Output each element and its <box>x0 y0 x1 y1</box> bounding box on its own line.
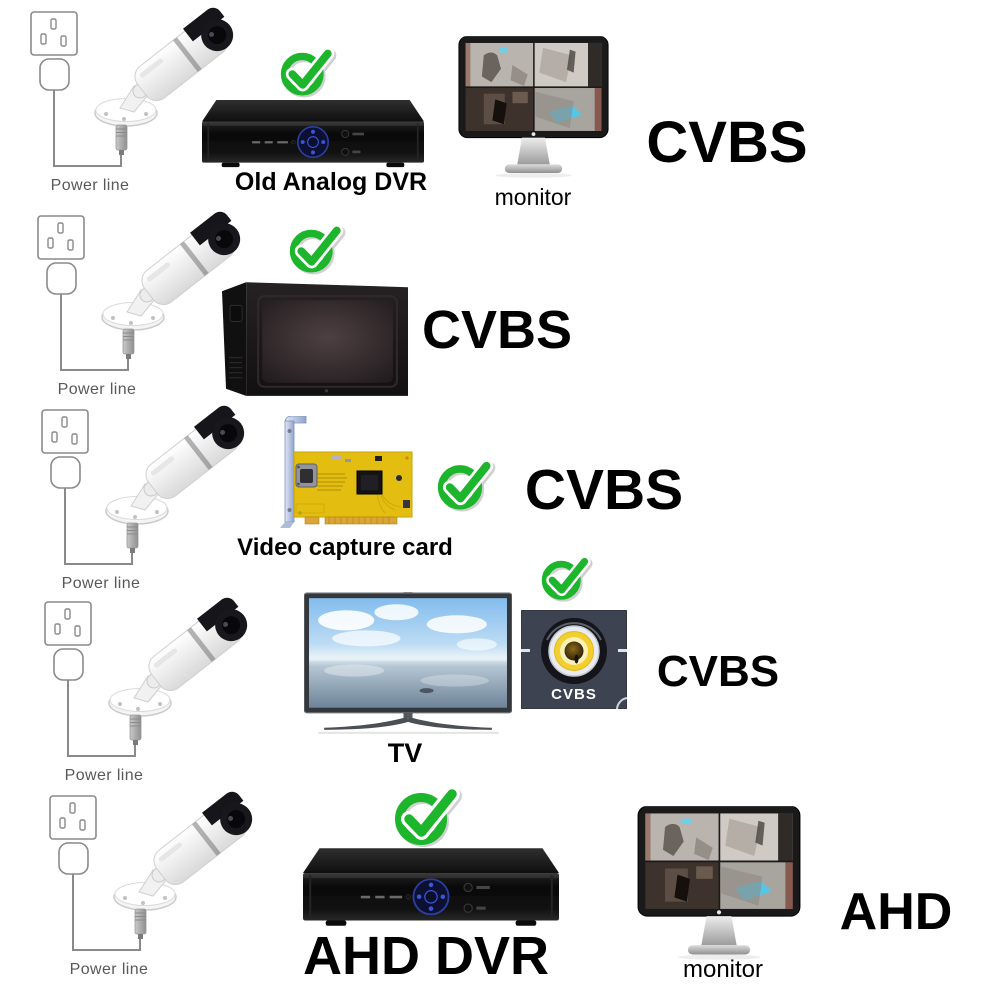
device-label: AHD DVR <box>302 926 550 986</box>
device-label: Old Analog DVR <box>234 168 428 196</box>
check-icon <box>289 219 345 275</box>
ahd-dvr-image <box>303 846 559 929</box>
connector-label: CVBS <box>551 686 597 703</box>
check-icon <box>394 780 462 848</box>
capture-card-image <box>277 416 430 528</box>
check-icon <box>541 551 592 602</box>
power-line-label: Power line <box>50 177 130 194</box>
device-label: Video capture card <box>237 534 453 561</box>
monitor-label: monitor <box>682 956 764 983</box>
flat-tv-image <box>304 592 512 735</box>
signal-label: AHD <box>839 883 953 941</box>
monitor-label: monitor <box>494 184 572 210</box>
camera-power-group: Power line <box>31 404 261 604</box>
signal-label: CVBS <box>656 647 780 696</box>
camera-power-illustration <box>39 790 269 960</box>
camera-power-illustration <box>34 596 264 766</box>
signal-label: CVBS <box>524 458 684 522</box>
monitor-image <box>636 806 802 962</box>
signal-label: CVBS <box>646 110 808 175</box>
power-line-label: Power line <box>69 961 149 978</box>
monitor-image <box>457 36 610 180</box>
camera-power-group: Power line <box>34 596 264 796</box>
camera-power-group: Power line <box>39 790 269 990</box>
camera-power-group: Power line <box>27 210 257 410</box>
camera-power-group: Power line <box>20 6 250 206</box>
signal-label: CVBS <box>421 300 573 360</box>
analog-dvr-image <box>202 98 424 170</box>
camera-power-illustration <box>31 404 261 574</box>
device-label: TV <box>387 738 423 768</box>
power-line-label: Power line <box>57 381 137 398</box>
power-line-label: Power line <box>61 575 141 592</box>
check-icon <box>437 454 495 512</box>
check-icon <box>280 42 336 98</box>
crt-tv-image <box>222 275 408 398</box>
power-line-label: Power line <box>64 767 144 784</box>
